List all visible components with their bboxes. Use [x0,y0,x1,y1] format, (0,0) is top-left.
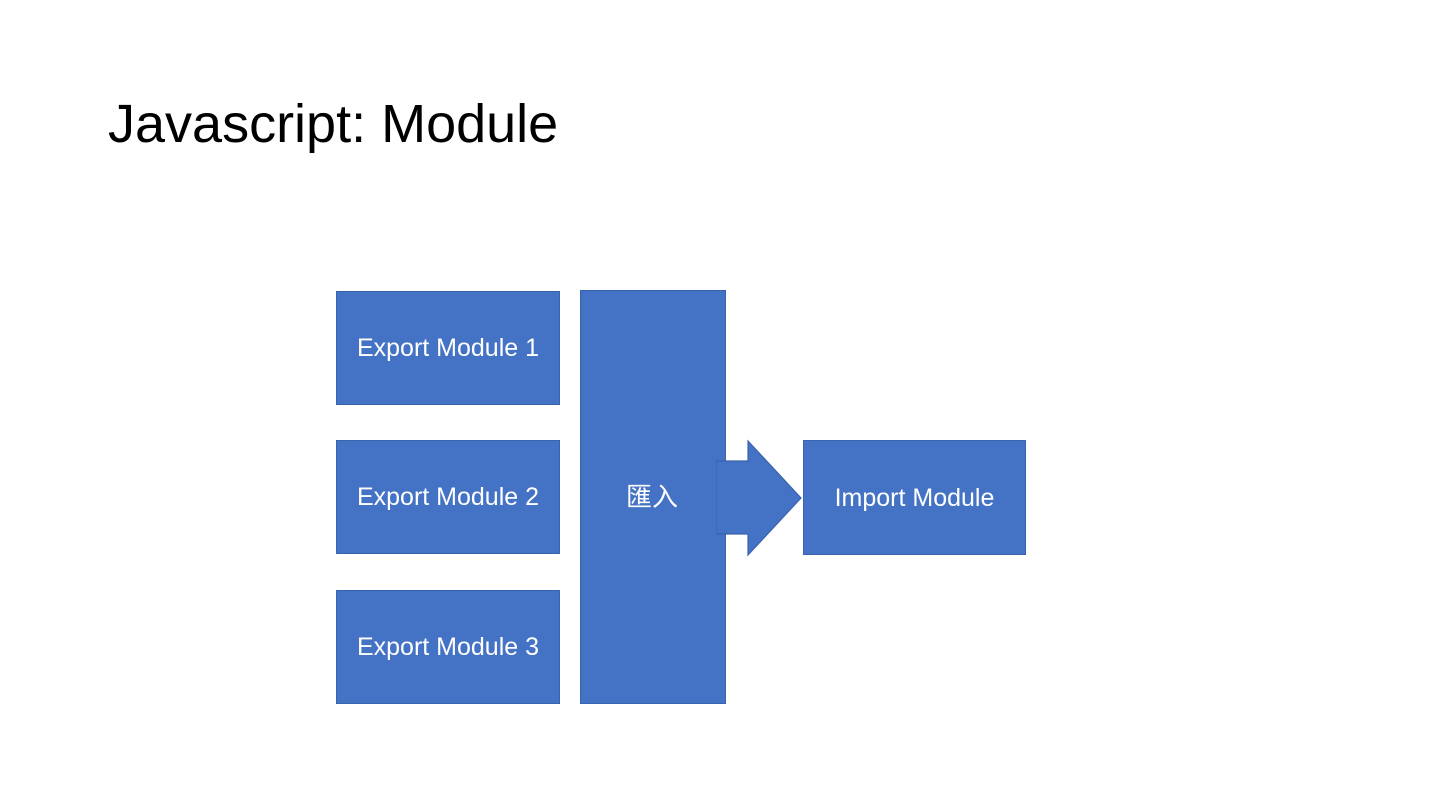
page-title: Javascript: Module [108,94,559,154]
arrow-right-icon [716,439,802,557]
import-module-label: Import Module [834,483,995,512]
import-channel-bar[interactable]: 匯入 [580,290,726,704]
export-module-1-label: Export Module 1 [356,334,540,362]
arrow-right-shape [716,439,802,557]
export-module-1-box[interactable]: Export Module 1 [336,291,560,405]
import-channel-label: 匯入 [626,482,679,512]
export-module-3-box[interactable]: Export Module 3 [336,590,560,704]
export-module-2-box[interactable]: Export Module 2 [336,440,560,554]
export-module-2-label: Export Module 2 [356,483,540,511]
export-module-3-label: Export Module 3 [356,633,540,661]
import-module-box[interactable]: Import Module [803,440,1026,555]
import-arrow-icon [716,436,808,560]
